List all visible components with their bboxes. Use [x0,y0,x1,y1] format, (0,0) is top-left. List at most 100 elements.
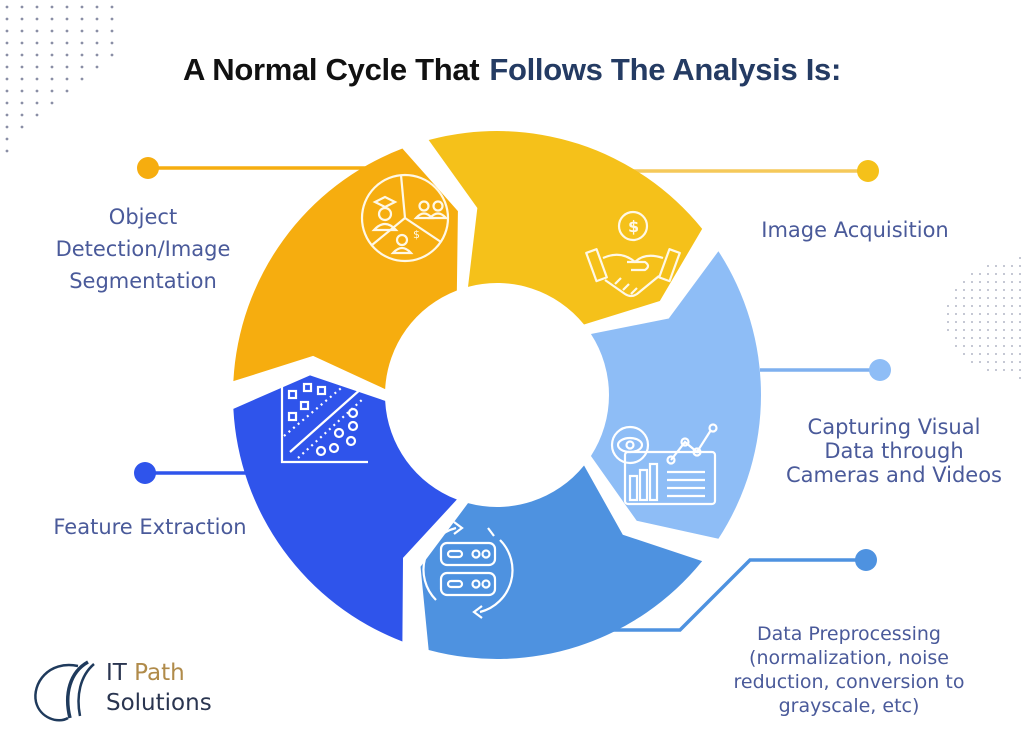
ring-segment-capturing-visual-data [590,251,761,539]
decor-dot [1019,321,1021,323]
decor-dot [1011,337,1013,339]
decor-dot [971,329,973,331]
scatter-classify-icon [280,380,368,464]
connector-feature-extraction [134,462,260,484]
decor-dot [20,41,24,45]
decor-dot [979,361,981,363]
logo-text: IT Path Solutions [106,658,212,718]
decor-dot [995,297,997,299]
decor-dot [995,289,997,291]
decor-dot [963,289,965,291]
connector-dot [134,462,156,484]
decor-dot [65,89,69,93]
decor-dot [955,345,957,347]
decor-dot [5,29,9,33]
decor-dot [971,337,973,339]
decor-dot [35,41,39,45]
decor-dot [95,29,99,33]
decor-dot [110,5,114,9]
decor-dot [995,265,997,267]
decor-dot [35,17,39,21]
decor-dot [110,41,114,45]
decor-dot [1003,369,1005,371]
decor-dot [1003,361,1005,363]
label-line: Segmentation [69,269,217,293]
decor-dot [35,29,39,33]
decor-dot [995,305,997,307]
decor-dot [1003,329,1005,331]
decor-dot [20,77,24,81]
decor-dot [947,329,949,331]
decor-dot [20,29,24,33]
decor-dot [1011,297,1013,299]
decor-dot [65,77,69,81]
label-line: Data Preprocessing [756,623,941,645]
decor-dot [50,101,54,105]
decor-dot [35,5,39,9]
decor-dot [50,77,54,81]
decor-dot [987,353,989,355]
label-line: Object [108,205,178,229]
decor-dot [1019,313,1021,315]
decor-dot [979,297,981,299]
decor-dot [5,137,9,141]
decor-dot [971,305,973,307]
decor-dot [947,321,949,323]
connector-data-preprocessing [610,549,877,632]
decor-dot [35,65,39,69]
decor-dot [971,297,973,299]
decor-dot [5,5,9,9]
decor-dot [1011,321,1013,323]
decor-dot [979,353,981,355]
decor-dot [987,361,989,363]
decor-dot [955,337,957,339]
decor-dot [1011,273,1013,275]
decor-dot [963,297,965,299]
decor-dot [1011,313,1013,315]
decor-dot [1019,257,1021,259]
decor-dot [20,113,24,117]
handshake-dollar-icon: $ [585,210,681,298]
decor-dot [50,17,54,21]
decor-dot [65,5,69,9]
decor-dot [5,101,9,105]
decor-dot [987,289,989,291]
decor-dot [1019,361,1021,363]
decor-dot [955,321,957,323]
decor-dot [1011,345,1013,347]
decor-dot [955,313,957,315]
decor-dot [1019,377,1021,379]
decor-dot [1003,345,1005,347]
decor-dot [5,53,9,57]
decor-dot [995,361,997,363]
connector-dot [869,359,891,381]
label-line: Image Acquisition [761,218,949,242]
decor-dot [995,329,997,331]
decor-dot [20,65,24,69]
title-part-2: Follows The Analysis Is: [489,52,842,87]
decor-dot [1011,369,1013,371]
decor-dot [1019,289,1021,291]
decor-dot [979,329,981,331]
dot-grid-decoration-top-left [5,5,114,153]
decor-dot [971,345,973,347]
decor-dot [20,53,24,57]
decor-dot [1019,265,1021,267]
ring-segment-object-detection [233,148,458,390]
company-logo: IT Path Solutions [28,658,228,728]
decor-dot [1019,281,1021,283]
decor-dot [971,353,973,355]
decor-dot [971,281,973,283]
decor-dot [1003,289,1005,291]
decor-dot [50,65,54,69]
decor-dot [995,353,997,355]
decor-dot [1003,297,1005,299]
decor-dot [987,329,989,331]
decor-dot [5,125,9,129]
decor-dot [963,313,965,315]
label-object-detection: Object Detection/Image Segmentation [38,201,248,297]
svg-text:$: $ [413,228,420,241]
decor-dot [20,125,24,129]
